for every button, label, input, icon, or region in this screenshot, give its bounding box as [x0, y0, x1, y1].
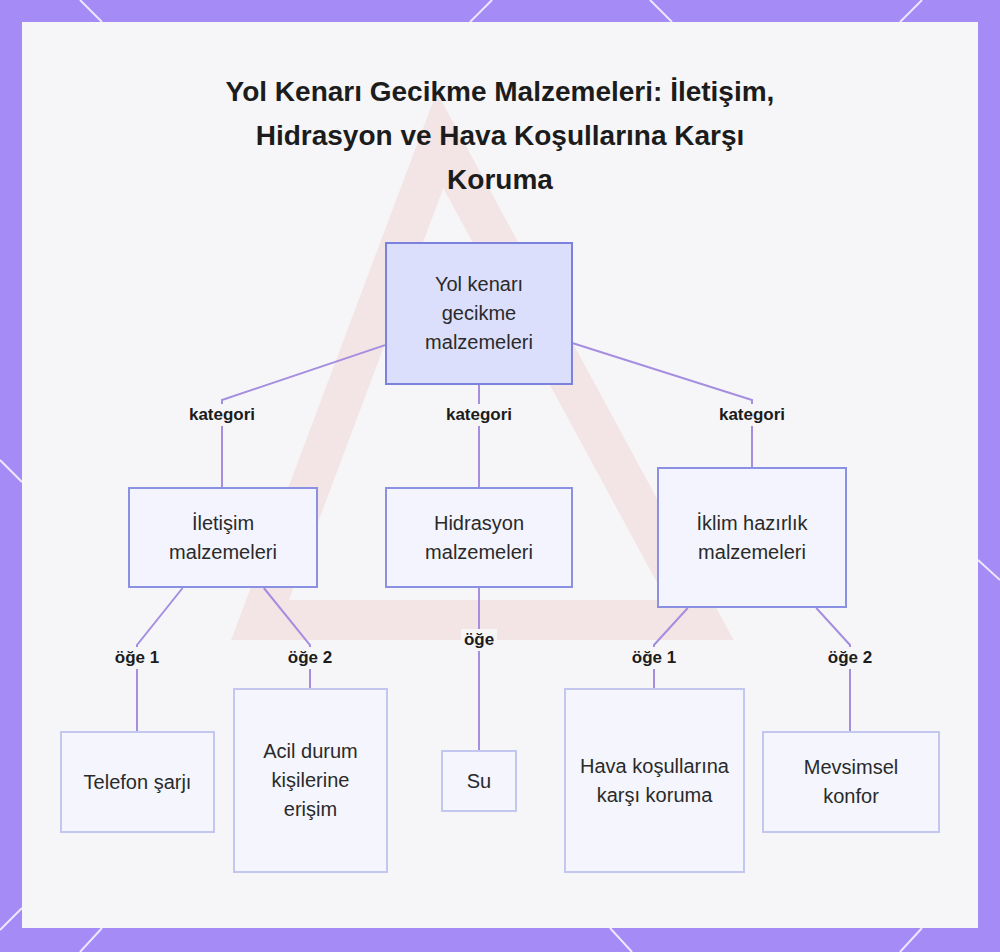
- node-label: Acil durum kişilerine erişim: [247, 737, 374, 824]
- item-box: Mevsimsel konfor: [762, 731, 940, 833]
- connector: [478, 588, 480, 750]
- node-label: Mevsimsel konfor: [776, 753, 926, 811]
- node-label: İklim hazırlık malzemeleri: [671, 509, 833, 567]
- connector: [264, 588, 310, 688]
- item-box: Su: [441, 750, 517, 812]
- node-label: Yol kenarı gecikme malzemeleri: [399, 270, 559, 357]
- node-label: İletişim malzemeleri: [142, 509, 304, 567]
- edge-label: kategori: [443, 404, 515, 426]
- category-box: İklim hazırlık malzemeleri: [657, 467, 847, 608]
- category-box: İletişim malzemeleri: [128, 487, 318, 588]
- edge-label: öğe 2: [825, 647, 875, 669]
- edge-label: kategori: [186, 404, 258, 426]
- edge-label: öğe 1: [112, 647, 162, 669]
- edge-label: öğe 1: [629, 647, 679, 669]
- category-box: Hidrasyon malzemeleri: [385, 487, 573, 588]
- edge-label: kategori: [716, 404, 788, 426]
- edge-label: öğe 2: [285, 647, 335, 669]
- node-label: Su: [467, 767, 491, 796]
- item-box: Hava koşullarına karşı koruma: [564, 688, 745, 873]
- connector: [816, 608, 850, 731]
- connector: [478, 385, 480, 487]
- item-box: Acil durum kişilerine erişim: [233, 688, 388, 873]
- diagram-title: Yol Kenarı Gecikme Malzemeleri: İletişim…: [200, 70, 800, 202]
- edge-label: öğe: [461, 629, 497, 651]
- item-box: Telefon şarjı: [60, 731, 215, 833]
- root-box: Yol kenarı gecikme malzemeleri: [385, 242, 573, 385]
- node-label: Hava koşullarına karşı koruma: [578, 752, 731, 810]
- node-label: Telefon şarjı: [84, 768, 192, 797]
- node-label: Hidrasyon malzemeleri: [399, 509, 559, 567]
